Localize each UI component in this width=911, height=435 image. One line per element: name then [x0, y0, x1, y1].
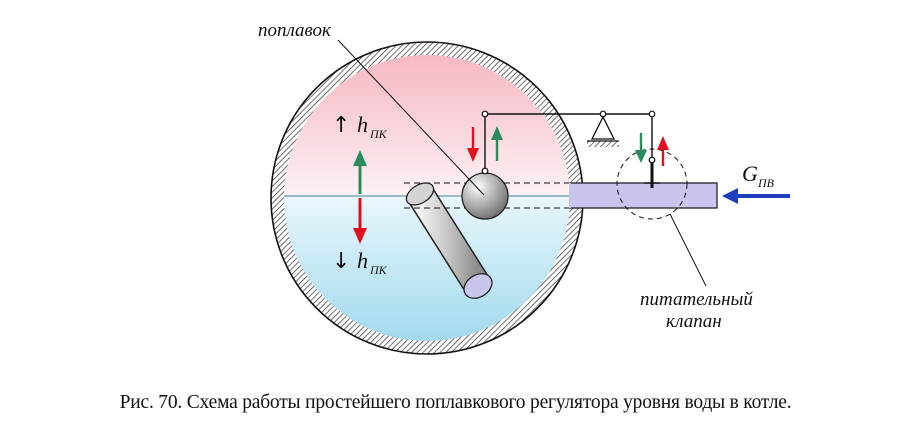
- level-red-down-arrow: [353, 198, 367, 244]
- float-leader-line: [337, 39, 485, 196]
- feed-pipe: [569, 182, 718, 209]
- float-red-down-arrow: [467, 127, 479, 162]
- flow-sub-label: ПВ: [757, 176, 775, 190]
- float-label: поплавок: [258, 20, 332, 41]
- float-green-up-arrow: [491, 126, 503, 161]
- steam-space: [284, 55, 570, 196]
- level-up-h: h: [357, 112, 368, 137]
- valve-label-line1: питательный: [640, 289, 753, 310]
- tube: [405, 182, 493, 299]
- valve-highlight-circle: [616, 148, 688, 220]
- pivot-support: [587, 115, 619, 147]
- valve-leader-line: [669, 213, 707, 287]
- valve-green-down-arrow: [635, 133, 647, 163]
- figure-caption: Рис. 70. Схема работы простейшего поплав…: [119, 392, 792, 413]
- valve-label-line2: клапан: [666, 311, 722, 332]
- feedwater-flow-arrow: [722, 188, 790, 204]
- level-down-symbol: ↓: [332, 249, 350, 274]
- level-up-symbol: ↑: [332, 113, 350, 138]
- level-down-sub: ПК: [369, 263, 388, 277]
- valve-red-up-arrow: [657, 136, 669, 166]
- float-ball: [461, 172, 509, 220]
- level-up-sub: ПК: [369, 127, 388, 141]
- flow-g-label: G: [742, 161, 758, 186]
- level-green-up-arrow: [353, 150, 367, 194]
- level-down-h: h: [357, 248, 368, 273]
